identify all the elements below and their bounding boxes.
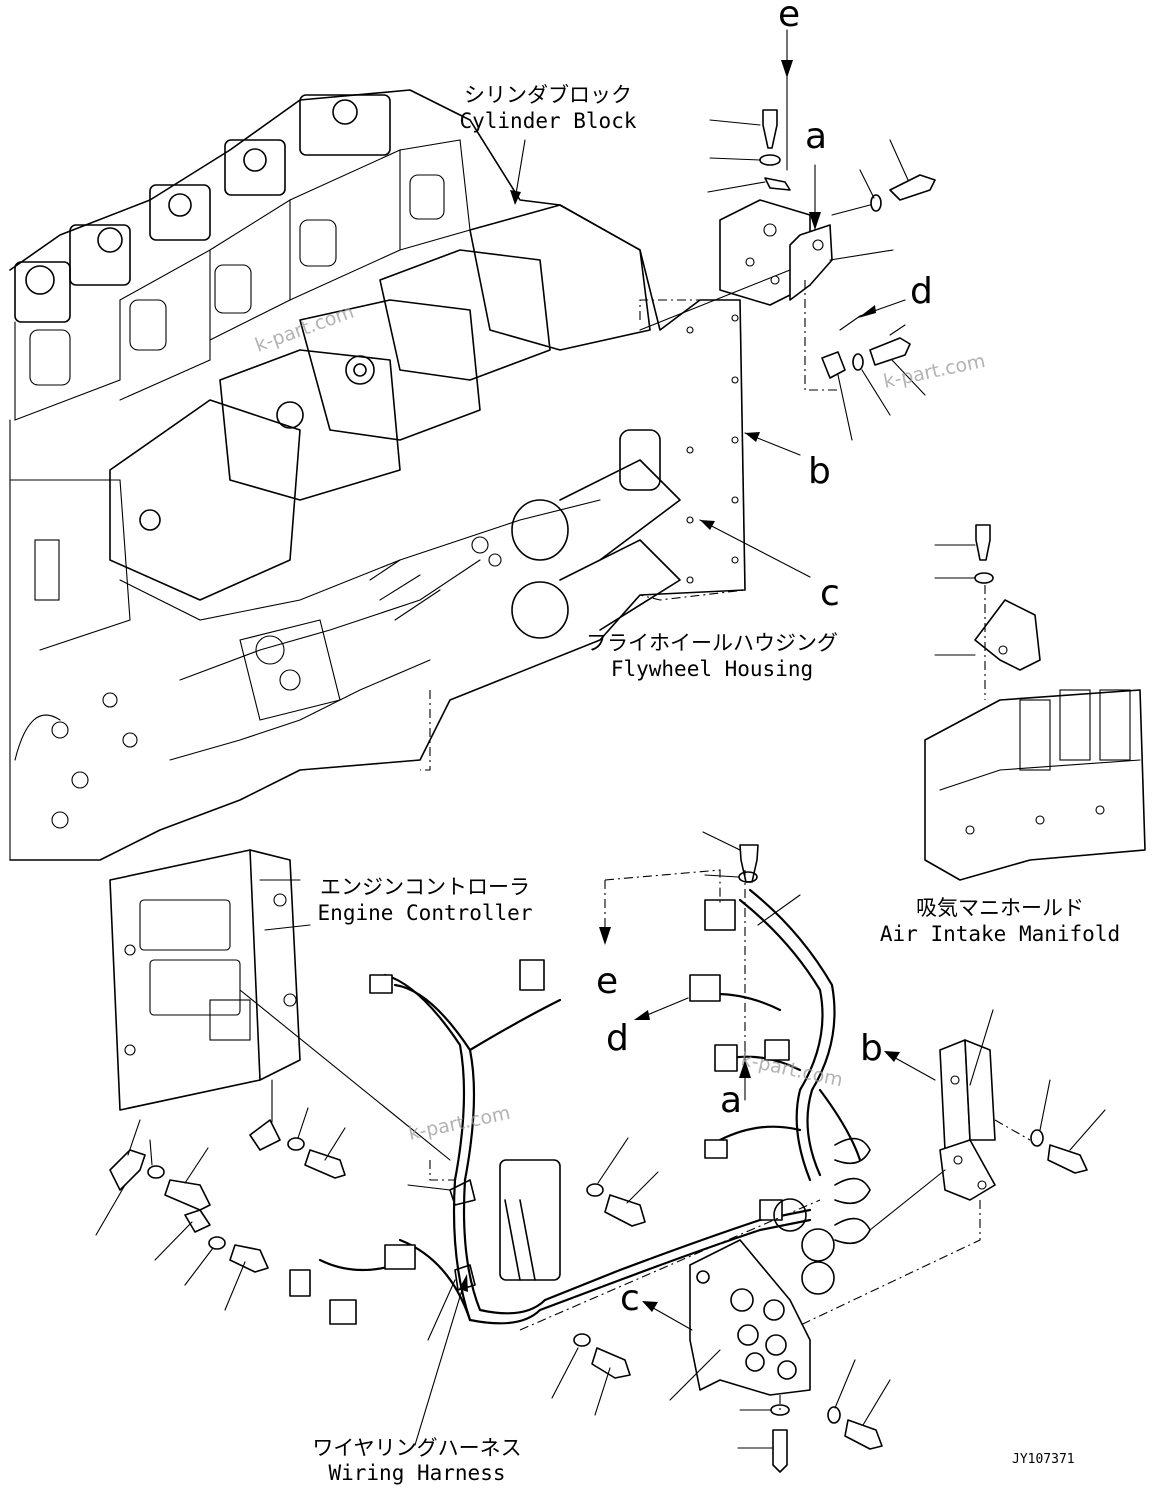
cylinder-block-label-jp: シリンダブロック: [464, 83, 632, 107]
callout-a-top: a: [805, 116, 827, 157]
callout-d-lower: d: [606, 1018, 629, 1059]
watermark-1: k-part.com: [252, 301, 357, 357]
engine-controller-drawing: [109, 849, 451, 1161]
engine-controller-label-en: Engine Controller: [318, 901, 533, 925]
upper-bracket-drawing: [639, 109, 936, 441]
cylinder-block-drawing: [9, 89, 746, 861]
wiring-harness-label-en: Wiring Harness: [328, 1461, 505, 1485]
air-intake-manifold-drawing: [924, 524, 1146, 881]
flywheel-housing-label-en: Flywheel Housing: [611, 657, 813, 681]
drawing-code: JY107371: [1012, 1452, 1075, 1467]
callout-b-top: b: [808, 451, 831, 492]
air-intake-manifold-label-en: Air Intake Manifold: [880, 922, 1120, 946]
callout-c-lower: c: [620, 1278, 640, 1319]
callout-e-top: e: [778, 0, 800, 35]
callout-a-lower: a: [720, 1080, 742, 1121]
air-intake-manifold-label-jp: 吸気マニホールド: [916, 896, 1084, 920]
watermark-2: k-part.com: [881, 350, 987, 393]
callout-b-lower: b: [860, 1028, 883, 1069]
watermark-3: k-part.com: [406, 1102, 512, 1145]
wiring-harness-label-jp: ワイヤリングハーネス: [312, 1436, 521, 1460]
cylinder-block-label-en: Cylinder Block: [459, 109, 636, 133]
callout-arrows: [599, 29, 936, 1331]
callout-e-lower: e: [596, 961, 618, 1002]
lower-brackets-drawing: [669, 1009, 1106, 1473]
wiring-harness-drawing: [95, 831, 871, 1446]
callout-d-top: d: [910, 271, 933, 312]
engine-controller-label-jp: エンジンコントローラ: [320, 875, 530, 899]
flywheel-housing-label-jp: フライホイールハウジング: [586, 631, 838, 655]
callout-c-top: c: [820, 573, 840, 614]
